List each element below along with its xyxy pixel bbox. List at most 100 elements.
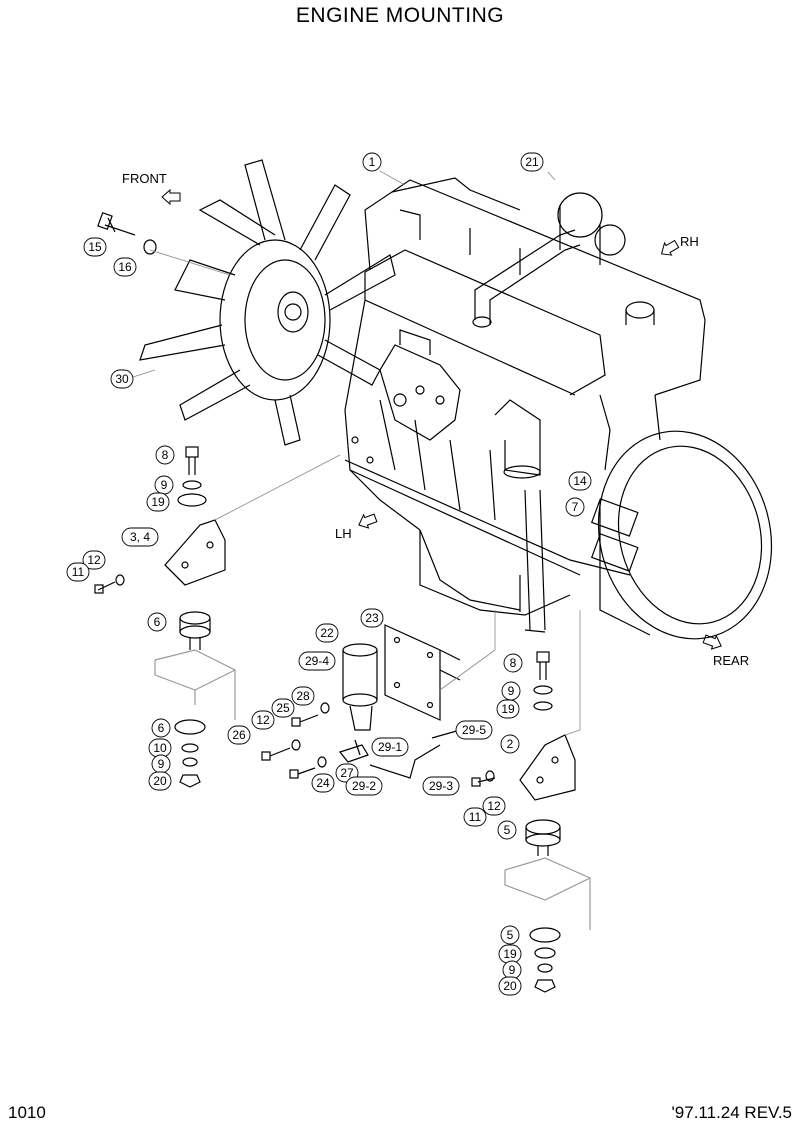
callout-number: 10 [153,741,167,755]
callout-bubble [500,734,520,754]
callout-bubble [147,612,167,632]
callout-c30: 30 [110,369,134,389]
callout-c11a: 11 [66,562,90,582]
callout-number: 9 [161,478,168,492]
callout-number: 29-2 [352,779,376,793]
rh-label: RH [680,234,699,249]
callout-bubble [110,369,134,389]
callout-c11b: 11 [463,807,487,827]
callout-number: 28 [296,689,310,703]
callout-number: 1 [369,155,376,169]
callout-number: 29-4 [305,654,329,668]
callout-number: 22 [320,626,334,640]
callout-number: 11 [72,565,85,579]
right-mount-assembly [471,651,591,993]
callout-number: 8 [162,448,169,462]
callout-c2: 2 [500,734,520,754]
callout-bubble [500,925,520,945]
callout-bubble [83,237,107,257]
callout-c15: 15 [83,237,107,257]
callout-bubble [155,445,175,465]
callout-number: 6 [158,721,165,735]
callout-c292: 29-2 [345,776,383,796]
callout-number: 24 [316,776,330,790]
callout-number: 16 [118,260,132,274]
callout-c19a: 19 [146,492,170,512]
callout-c9b: 9 [151,754,171,774]
callout-number: 26 [232,728,246,742]
callout-c12b: 12 [251,710,275,730]
callout-number: 12 [256,713,270,727]
callout-c25: 25 [271,698,295,718]
callout-number: 19 [501,702,515,716]
callout-c34: 3, 4 [121,527,159,547]
callout-number: 20 [503,979,517,993]
callout-number: 8 [510,656,517,670]
lh-arrow-icon [358,513,378,529]
callout-c6a: 6 [147,612,167,632]
callout-c28: 28 [291,686,315,706]
callout-number: 23 [365,611,379,625]
callout-c24: 24 [311,773,335,793]
leader-lines [129,170,581,736]
callout-number: 29-3 [429,779,453,793]
callout-c9a: 9 [154,475,174,495]
callout-bubble [227,725,251,745]
callout-bubble [251,710,275,730]
callout-bubble [121,527,159,547]
callout-bubble [371,737,409,757]
callout-bubble [503,653,523,673]
callout-bubble [82,550,106,570]
callout-bubble [113,257,137,277]
callout-c10: 10 [148,738,172,758]
callout-c9c: 9 [501,681,521,701]
callout-c14: 14 [568,471,592,491]
callout-c21: 21 [520,152,544,172]
callout-c1: 1 [362,152,382,172]
left-mount-assembly [94,446,236,788]
front-arrow-icon [161,188,181,206]
callout-c26: 26 [227,725,251,745]
callout-bubble [422,776,460,796]
revision-date: '97.11.24 REV.5 [671,1103,792,1122]
callout-number: 19 [151,495,165,509]
callout-number: 9 [509,963,516,977]
callout-number: 27 [340,766,354,780]
callout-bubble [315,623,339,643]
page-number: 1010 [8,1103,46,1122]
cooling-fan [97,159,396,446]
callout-bubble [498,976,522,996]
callout-number: 21 [525,155,539,169]
callout-c291: 29-1 [371,737,409,757]
callout-c294: 29-4 [298,651,336,671]
callout-bubble [151,718,171,738]
callout-number: 29-1 [378,740,402,754]
callout-bubble [345,776,383,796]
callout-number: 2 [507,737,514,751]
callout-number: 5 [507,928,514,942]
callout-bubble [311,773,335,793]
callout-c7: 7 [565,497,585,517]
callout-number: 6 [154,615,161,629]
callout-c8a: 8 [155,445,175,465]
callout-number: 9 [508,684,515,698]
callout-number: 5 [504,823,511,837]
front-label: FRONT [122,171,167,186]
callout-number: 3, 4 [130,530,150,544]
callout-number: 9 [158,757,165,771]
rh-arrow-icon [660,239,680,256]
callout-bubble [497,820,517,840]
callout-bubble [568,471,592,491]
callout-number: 15 [88,240,102,254]
callout-c293: 29-3 [422,776,460,796]
callout-c20b: 20 [498,976,522,996]
callout-c6b: 6 [151,718,171,738]
callout-c5a: 5 [497,820,517,840]
callout-bubble [496,699,520,719]
callout-c23: 23 [360,608,384,628]
engine-assembly [344,177,773,640]
callout-number: 20 [153,774,167,788]
callout-bubble [463,807,487,827]
callout-c8b: 8 [503,653,523,673]
